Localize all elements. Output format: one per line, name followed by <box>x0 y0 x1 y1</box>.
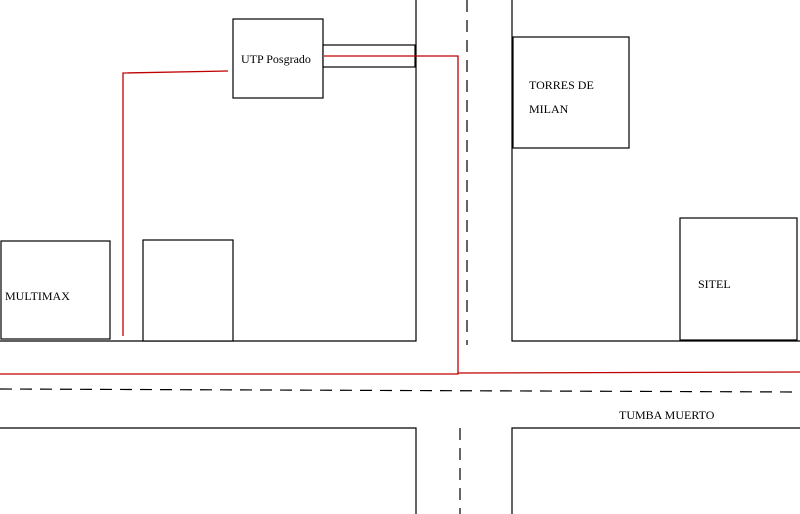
route-to-multimax <box>122 70 229 336</box>
horizontal-dashed-line <box>0 388 800 393</box>
buildings <box>0 18 798 342</box>
label-torres-line-2: MILAN <box>529 102 569 116</box>
label-utp-posgrado: UTP Posgrado <box>241 52 311 66</box>
label-torres-line-1: TORRES DE <box>529 78 594 92</box>
building-unlabeled <box>142 239 234 342</box>
labels: UTP Posgrado TORRES DE MILAN MULTIMAX SI… <box>5 52 731 422</box>
route-street-east <box>457 371 800 374</box>
route-lines <box>0 55 800 375</box>
building-utp-posgrado <box>232 18 324 99</box>
block-lower-left <box>0 427 417 514</box>
building-multimax <box>0 240 111 340</box>
label-tumba-muerto: TUMBA MUERTO <box>619 408 715 422</box>
block-lower-right <box>511 427 800 514</box>
label-sitel: SITEL <box>698 277 731 291</box>
block-upper-left <box>0 0 417 342</box>
label-multimax: MULTIMAX <box>5 289 70 303</box>
building-sitel <box>679 217 798 341</box>
building-torres-de-milan <box>512 36 630 149</box>
block-upper-right <box>511 0 800 342</box>
route-to-street <box>0 55 459 375</box>
